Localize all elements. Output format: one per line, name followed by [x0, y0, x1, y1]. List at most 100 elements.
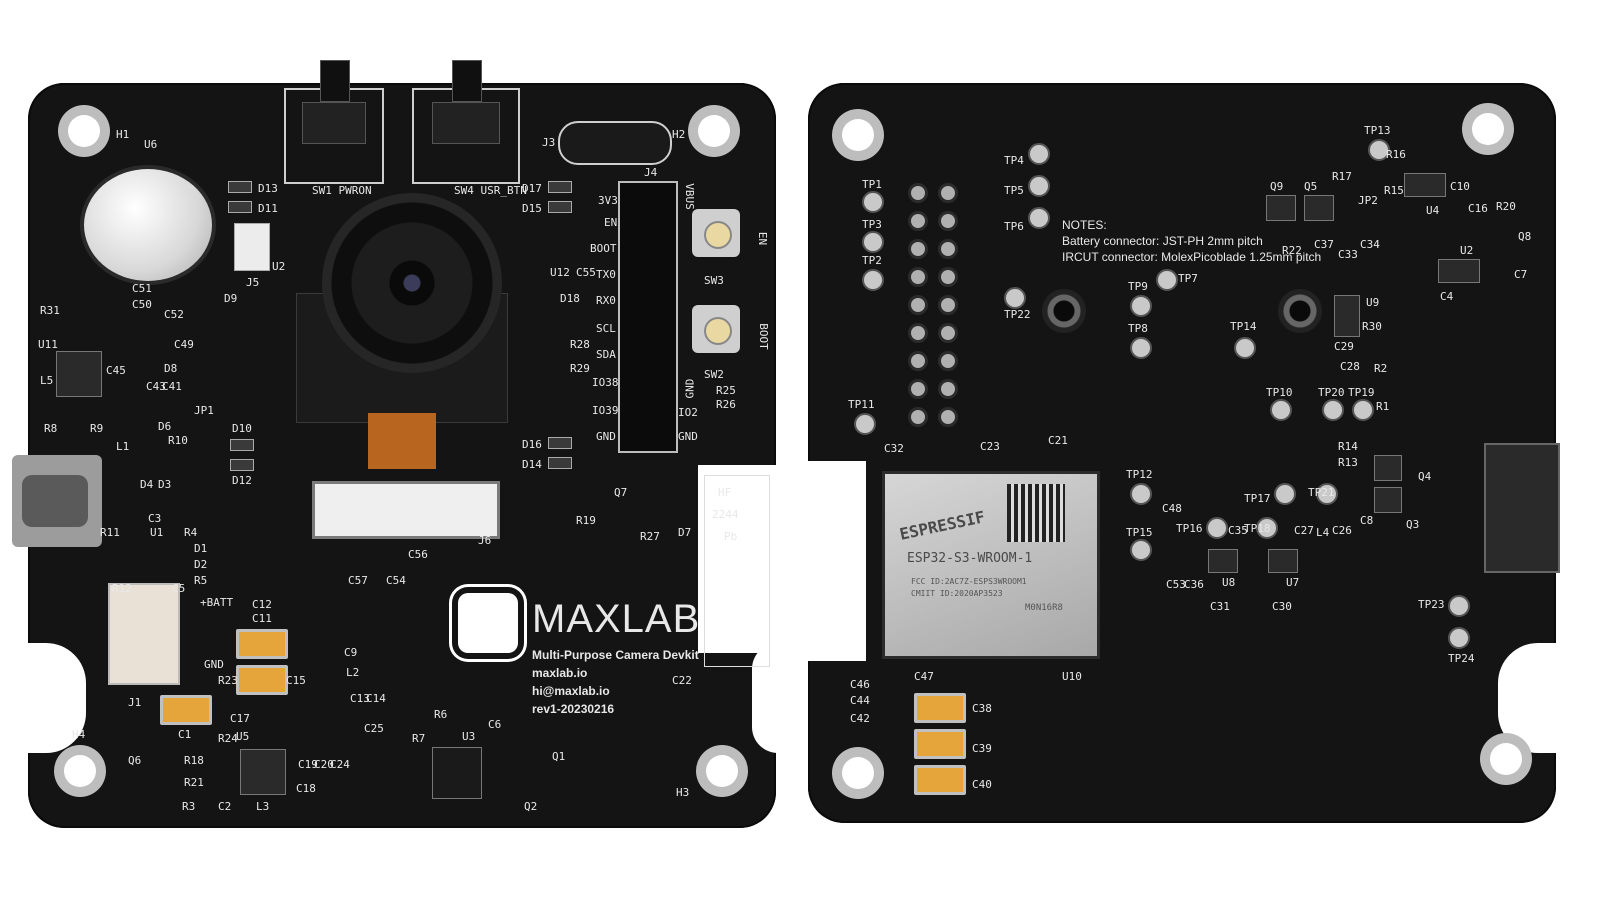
- mount-hole-br: [1480, 733, 1532, 785]
- test-point-tp6[interactable]: [1028, 207, 1050, 229]
- test-point-tp24[interactable]: [1448, 627, 1470, 649]
- ic-u2-back: [1438, 259, 1480, 283]
- label-c12: C12: [252, 598, 272, 611]
- label-batt: +BATT: [200, 596, 234, 609]
- test-point-tp23[interactable]: [1448, 595, 1470, 617]
- test-point-tp11[interactable]: [854, 413, 876, 435]
- label-r18: R18: [184, 754, 204, 767]
- label-tp4: TP4: [1004, 154, 1024, 167]
- test-point-tp4[interactable]: [1028, 143, 1050, 165]
- ircut-connector-j5: [234, 223, 270, 271]
- label-j5: J5: [246, 276, 260, 289]
- label-tp19: TP19: [1348, 386, 1375, 399]
- mount-hole-h3: [696, 745, 748, 797]
- label-l2: L2: [346, 666, 360, 679]
- button-cap[interactable]: [704, 221, 732, 249]
- test-point-tp16[interactable]: [1206, 517, 1228, 539]
- label-h3: H3: [676, 786, 690, 799]
- pin: [908, 183, 928, 203]
- label-h1: H1: [116, 128, 130, 141]
- label-tp18: TP18: [1244, 522, 1271, 535]
- test-point-tp12[interactable]: [1130, 483, 1152, 505]
- test-point-tp14[interactable]: [1234, 337, 1256, 359]
- label-d18: D18: [560, 292, 580, 305]
- test-point-tp20[interactable]: [1322, 399, 1344, 421]
- label-q6: Q6: [128, 754, 142, 767]
- label-c21: C21: [1048, 434, 1068, 447]
- label-r15: R15: [1384, 184, 1404, 197]
- test-point-tp21[interactable]: [1316, 483, 1338, 505]
- label-c18: C18: [296, 782, 316, 795]
- led-d14: [548, 457, 572, 469]
- test-point-tp18[interactable]: [1256, 517, 1278, 539]
- inductor-l3: [240, 749, 286, 795]
- test-point-tp22[interactable]: [1004, 287, 1026, 309]
- usb-c-opening: [22, 475, 88, 527]
- label-q1: Q1: [552, 750, 566, 763]
- label-c55: C55: [576, 266, 596, 279]
- label-r12: R12: [112, 582, 132, 595]
- switch-sw1-power[interactable]: [284, 60, 384, 184]
- label-r23: R23: [218, 674, 238, 687]
- mount-hole-bl: [832, 747, 884, 799]
- label-rx0: RX0: [596, 294, 616, 307]
- label-gnd3: GND: [678, 430, 698, 443]
- label-c52: C52: [164, 308, 184, 321]
- button-cap[interactable]: [704, 317, 732, 345]
- battery-connector-j1: [108, 583, 180, 685]
- pin: [908, 407, 928, 427]
- pin: [938, 267, 958, 287]
- board-cutout-right: [752, 643, 778, 753]
- mount-hole-h2: [688, 105, 740, 157]
- test-point-tp10[interactable]: [1270, 399, 1292, 421]
- button-sw2-boot[interactable]: [692, 305, 740, 353]
- label-boot: BOOT: [590, 242, 617, 255]
- label-u10: U10: [1062, 670, 1082, 683]
- pcb-front: H1 H2 H3 H4 U6 SW1 PWRON SW4 USR_BTN J3 …: [12, 60, 778, 828]
- label-en: EN: [604, 216, 618, 229]
- label-tp20: TP20: [1318, 386, 1345, 399]
- test-point-tp19[interactable]: [1352, 399, 1374, 421]
- label-c34: C34: [1360, 238, 1380, 251]
- label-d3: D3: [158, 478, 172, 491]
- pin: [938, 379, 958, 399]
- label-q8: Q8: [1518, 230, 1532, 243]
- test-point-tp13[interactable]: [1368, 139, 1390, 161]
- label-r31: R31: [40, 304, 60, 317]
- test-point-tp3[interactable]: [862, 231, 884, 253]
- label-q2: Q2: [524, 800, 538, 813]
- label-d7: D7: [678, 526, 692, 539]
- test-point-tp1[interactable]: [862, 191, 884, 213]
- label-r26: R26: [716, 398, 736, 411]
- label-c35: C35: [1228, 524, 1248, 537]
- label-r25: R25: [716, 384, 736, 397]
- button-sw3-en[interactable]: [692, 209, 740, 257]
- board-cutout-left: [26, 643, 86, 753]
- label-d10: D10: [232, 422, 252, 435]
- test-point-tp17[interactable]: [1274, 483, 1296, 505]
- label-d1: D1: [194, 542, 208, 555]
- switch-sw4-user[interactable]: [412, 60, 520, 184]
- test-point-tp15[interactable]: [1130, 539, 1152, 561]
- tantalum-cap-c40: [914, 765, 966, 795]
- label-r28: R28: [570, 338, 590, 351]
- switch-actuator[interactable]: [452, 60, 482, 102]
- label-tp14: TP14: [1230, 320, 1257, 333]
- label-u3: U3: [462, 730, 476, 743]
- label-c51: C51: [132, 282, 152, 295]
- led-d10: [230, 439, 254, 451]
- pin: [938, 407, 958, 427]
- test-point-tp2[interactable]: [862, 269, 884, 291]
- label-jp1: JP1: [194, 404, 214, 417]
- label-u5: U5: [236, 730, 250, 743]
- label-r21: R21: [184, 776, 204, 789]
- label-r3: R3: [182, 800, 196, 813]
- test-point-tp7[interactable]: [1156, 269, 1178, 291]
- switch-actuator[interactable]: [320, 60, 350, 102]
- test-point-tp8[interactable]: [1130, 337, 1152, 359]
- label-r24: R24: [218, 732, 238, 745]
- label-c31: C31: [1210, 600, 1230, 613]
- test-point-tp9[interactable]: [1130, 295, 1152, 317]
- test-point-tp5[interactable]: [1028, 175, 1050, 197]
- label-r29: R29: [570, 362, 590, 375]
